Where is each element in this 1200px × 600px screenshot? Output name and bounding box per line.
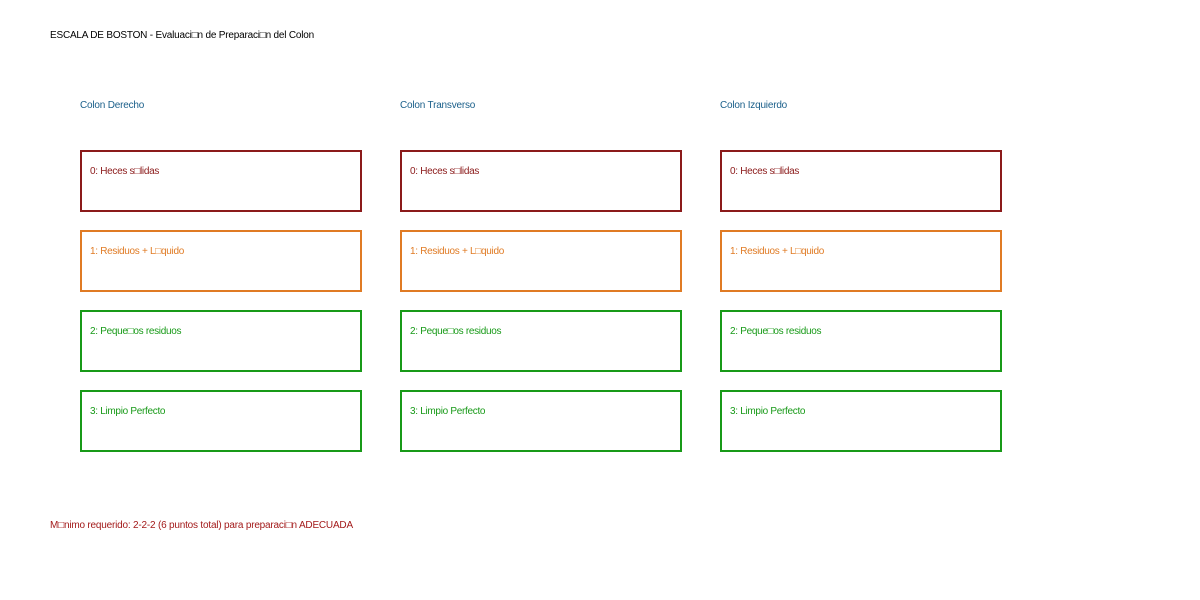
score-label: 1: Residuos + L□quido bbox=[730, 246, 824, 257]
score-label: 3: Limpio Perfecto bbox=[410, 406, 486, 417]
column-colon-transverso: Colon Transverso 0: Heces s□lidas 1: Res… bbox=[400, 0, 682, 600]
score-box-0: 0: Heces s□lidas bbox=[80, 150, 362, 212]
score-box-1: 1: Residuos + L□quido bbox=[80, 230, 362, 292]
page-title: ESCALA DE BOSTON - Evaluaci□n de Prepara… bbox=[50, 30, 314, 41]
score-label: 2: Peque□os residuos bbox=[730, 326, 822, 337]
score-box-2: 2: Peque□os residuos bbox=[400, 310, 682, 372]
score-label: 2: Peque□os residuos bbox=[90, 326, 182, 337]
score-box-0: 0: Heces s□lidas bbox=[400, 150, 682, 212]
footnote-minimum-required: M□nimo requerido: 2-2-2 (6 puntos total)… bbox=[50, 520, 353, 531]
column-label: Colon Izquierdo bbox=[720, 100, 788, 111]
score-box-0: 0: Heces s□lidas bbox=[720, 150, 1002, 212]
column-colon-derecho: Colon Derecho 0: Heces s□lidas 1: Residu… bbox=[80, 0, 362, 600]
score-label: 1: Residuos + L□quido bbox=[90, 246, 184, 257]
score-box-2: 2: Peque□os residuos bbox=[720, 310, 1002, 372]
score-box-3: 3: Limpio Perfecto bbox=[80, 390, 362, 452]
score-box-1: 1: Residuos + L□quido bbox=[720, 230, 1002, 292]
score-label: 0: Heces s□lidas bbox=[410, 166, 480, 177]
column-label: Colon Derecho bbox=[80, 100, 145, 111]
score-box-3: 3: Limpio Perfecto bbox=[720, 390, 1002, 452]
column-colon-izquierdo: Colon Izquierdo 0: Heces s□lidas 1: Resi… bbox=[720, 0, 1002, 600]
score-label: 0: Heces s□lidas bbox=[730, 166, 800, 177]
score-box-1: 1: Residuos + L□quido bbox=[400, 230, 682, 292]
column-label: Colon Transverso bbox=[400, 100, 476, 111]
score-label: 3: Limpio Perfecto bbox=[90, 406, 166, 417]
score-label: 3: Limpio Perfecto bbox=[730, 406, 806, 417]
score-label: 1: Residuos + L□quido bbox=[410, 246, 504, 257]
score-label: 0: Heces s□lidas bbox=[90, 166, 160, 177]
score-box-3: 3: Limpio Perfecto bbox=[400, 390, 682, 452]
score-box-2: 2: Peque□os residuos bbox=[80, 310, 362, 372]
score-label: 2: Peque□os residuos bbox=[410, 326, 502, 337]
